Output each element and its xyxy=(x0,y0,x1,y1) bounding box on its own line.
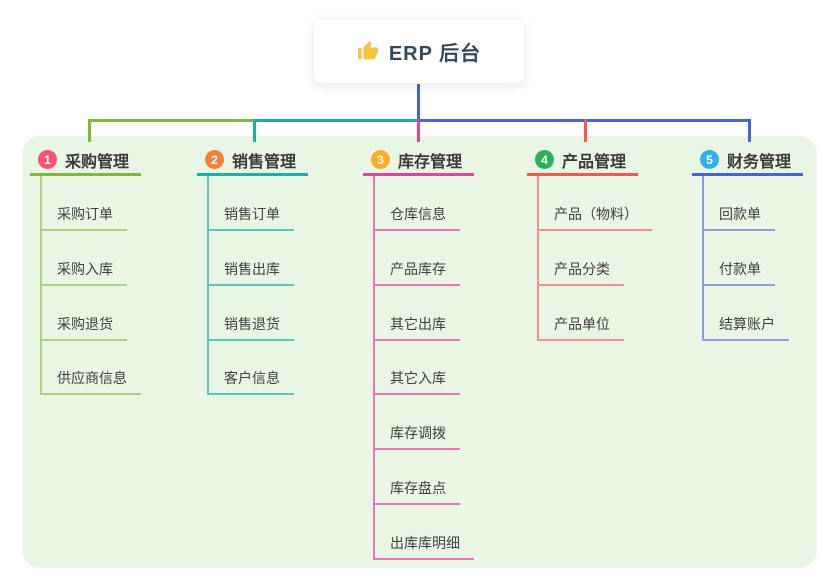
root-title: ERP 后台 xyxy=(388,42,482,65)
branch-header-product[interactable]: 4 产品管理 xyxy=(527,146,639,176)
branch-sales: 2 销售管理销售订单销售出库销售退货客户信息 xyxy=(197,146,309,395)
branch-purchase: 1 采购管理采购订单采购入库采购退货供应商信息 xyxy=(30,146,142,395)
branch-header-inventory[interactable]: 3 库存管理 xyxy=(363,146,475,176)
branch-label: 销售管理 xyxy=(232,153,297,171)
node-inventory-0[interactable]: 仓库信息 xyxy=(373,199,460,231)
branch-header-purchase[interactable]: 1 采购管理 xyxy=(30,146,142,176)
branch-finance: 5 财务管理回款单付款单结算账户 xyxy=(692,146,804,341)
node-finance-2[interactable]: 结算账户 xyxy=(702,309,789,341)
branch-number-badge: 2 xyxy=(205,150,224,169)
branch-connector-horizontal xyxy=(417,119,750,122)
node-product-2[interactable]: 产品单位 xyxy=(537,309,624,341)
branch-label: 库存管理 xyxy=(398,153,463,171)
node-inventory-5[interactable]: 库存盘点 xyxy=(373,473,460,505)
branch-number-badge: 3 xyxy=(371,150,390,169)
node-inventory-2[interactable]: 其它出库 xyxy=(373,309,460,341)
node-inventory-3[interactable]: 其它入库 xyxy=(373,363,460,395)
branch-connector-drop-product xyxy=(584,119,587,142)
branch-connector-drop-inventory xyxy=(417,119,420,142)
branch-inventory: 3 库存管理仓库信息产品库存其它出库其它入库库存调拨库存盘点出库库明细 xyxy=(363,146,475,560)
branch-label: 产品管理 xyxy=(562,153,627,171)
branch-label: 采购管理 xyxy=(65,153,130,171)
thumbs-up-icon xyxy=(357,40,379,62)
node-finance-0[interactable]: 回款单 xyxy=(702,199,775,231)
node-sales-3[interactable]: 客户信息 xyxy=(207,363,294,395)
node-inventory-1[interactable]: 产品库存 xyxy=(373,254,460,286)
branch-connector-drop-purchase xyxy=(88,119,91,142)
branch-spine xyxy=(373,176,375,558)
root-node[interactable]: ERP 后台 xyxy=(313,18,525,84)
mindmap-panel xyxy=(22,136,817,568)
branch-product: 4 产品管理产品（物料） 产品分类产品单位 xyxy=(527,146,652,341)
branch-header-finance[interactable]: 5 财务管理 xyxy=(692,146,804,176)
node-product-0[interactable]: 产品（物料） xyxy=(537,199,652,231)
node-product-1[interactable]: 产品分类 xyxy=(537,254,624,286)
branch-header-sales[interactable]: 2 销售管理 xyxy=(197,146,309,176)
node-purchase-3[interactable]: 供应商信息 xyxy=(40,363,141,395)
branch-connector-horizontal xyxy=(88,119,253,122)
node-sales-1[interactable]: 销售出库 xyxy=(207,254,294,286)
node-purchase-2[interactable]: 采购退货 xyxy=(40,309,127,341)
root-connector-line xyxy=(417,82,420,119)
node-sales-0[interactable]: 销售订单 xyxy=(207,199,294,231)
node-purchase-1[interactable]: 采购入库 xyxy=(40,254,127,286)
node-finance-1[interactable]: 付款单 xyxy=(702,254,775,286)
branch-connector-drop-sales xyxy=(253,119,256,142)
branch-connector-horizontal xyxy=(253,119,417,122)
node-inventory-6[interactable]: 出库库明细 xyxy=(373,528,474,560)
branch-connector-drop-finance xyxy=(748,119,751,142)
branch-spine xyxy=(702,176,704,339)
node-inventory-4[interactable]: 库存调拨 xyxy=(373,418,460,450)
branch-number-badge: 5 xyxy=(700,150,719,169)
branch-number-badge: 1 xyxy=(38,150,57,169)
node-purchase-0[interactable]: 采购订单 xyxy=(40,199,127,231)
node-sales-2[interactable]: 销售退货 xyxy=(207,309,294,341)
branch-label: 财务管理 xyxy=(727,153,792,171)
branch-number-badge: 4 xyxy=(535,150,554,169)
branch-spine xyxy=(537,176,539,339)
